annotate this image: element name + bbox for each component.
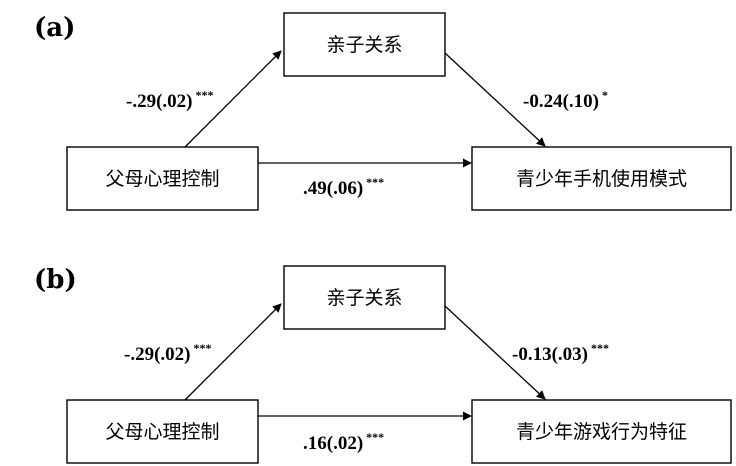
panel-a-mediator-label: 亲子关系 — [326, 34, 402, 56]
panel-a-label: (a) — [34, 13, 75, 43]
panel-b-coef-a: -.29(.02)*** — [124, 341, 211, 365]
panel-a-coef-c: .49(.06)*** — [303, 175, 384, 199]
panel-a-arrow-m-to-y — [444, 52, 546, 147]
panel-b-predictor-box: 父母心理控制 — [66, 399, 259, 464]
panel-a-arrow-x-to-m — [184, 50, 282, 148]
panel-a-outcome-label: 青少年手机使用模式 — [516, 168, 687, 190]
panel-b: (b) 亲子关系 父母心理控制 青少年游戏行为特征 -.29(.02)*** -… — [34, 265, 732, 464]
panel-b-coef-b: -0.13(.03)*** — [512, 341, 609, 365]
panel-a-predictor-box: 父母心理控制 — [66, 146, 259, 211]
panel-a-coef-b: -0.24(.10)* — [523, 88, 608, 112]
panel-a-coef-a: -.29(.02)*** — [126, 88, 213, 112]
panel-a-outcome-box: 青少年手机使用模式 — [471, 146, 732, 211]
panel-b-outcome-box: 青少年游戏行为特征 — [471, 399, 732, 464]
panel-b-outcome-label: 青少年游戏行为特征 — [516, 421, 687, 443]
panel-b-mediator-box: 亲子关系 — [283, 265, 446, 330]
panel-b-arrow-x-to-m — [184, 303, 282, 401]
panel-a-predictor-label: 父母心理控制 — [105, 168, 219, 190]
panel-a-mediator-box: 亲子关系 — [283, 12, 446, 77]
panel-a: (a) 亲子关系 父母心理控制 青少年手机使用模式 -.29(.02)*** -… — [34, 12, 732, 211]
panel-b-mediator-label: 亲子关系 — [326, 287, 402, 309]
panel-b-arrow-m-to-y — [444, 305, 546, 400]
panel-b-predictor-label: 父母心理控制 — [105, 421, 219, 443]
panel-b-coef-c: .16(.02)*** — [303, 430, 384, 454]
panel-b-label: (b) — [34, 265, 77, 295]
